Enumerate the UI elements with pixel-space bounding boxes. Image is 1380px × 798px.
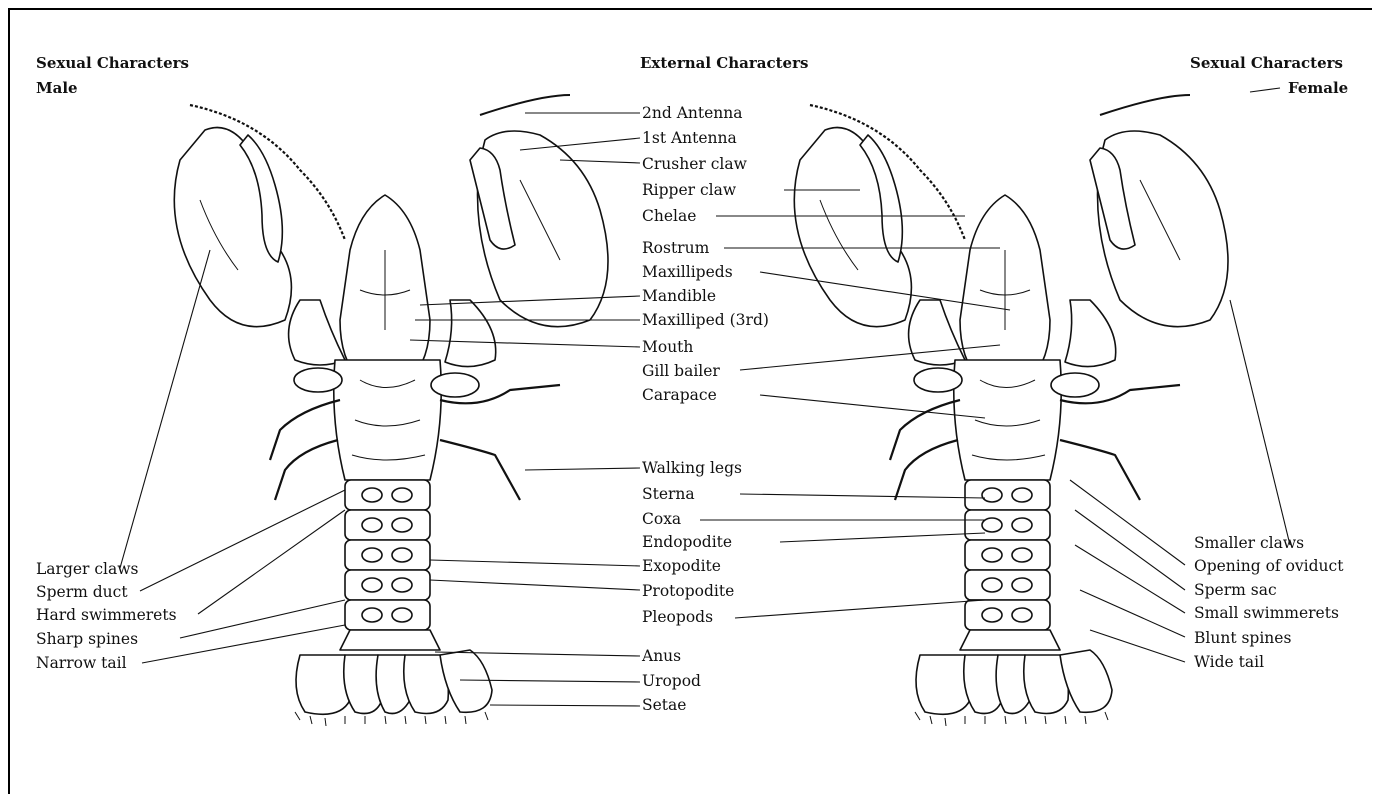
label-mouth: Mouth bbox=[642, 338, 693, 356]
label-pleopods: Pleopods bbox=[642, 608, 713, 626]
label-sperm-sac: Sperm sac bbox=[1194, 581, 1277, 599]
label-2nd-antenna: 2nd Antenna bbox=[642, 104, 742, 122]
label-carapace: Carapace bbox=[642, 386, 717, 404]
label-small-swimmerets: Small swimmerets bbox=[1194, 604, 1339, 622]
label-maxillipeds: Maxillipeds bbox=[642, 263, 733, 281]
label-sharp-spines: Sharp spines bbox=[36, 630, 138, 648]
label-exopodite: Exopodite bbox=[642, 557, 721, 575]
label-chelae: Chelae bbox=[642, 207, 696, 225]
label-walking-legs: Walking legs bbox=[642, 459, 742, 477]
label-gill-bailer: Gill bailer bbox=[642, 362, 720, 380]
male-lobster-drawing bbox=[174, 95, 608, 726]
label-sterna: Sterna bbox=[642, 485, 695, 503]
label-anus: Anus bbox=[642, 647, 681, 665]
label-smaller-claws: Smaller claws bbox=[1194, 534, 1304, 552]
label-wide-tail: Wide tail bbox=[1194, 653, 1264, 671]
label-endopodite: Endopodite bbox=[642, 533, 732, 551]
label-setae: Setae bbox=[642, 696, 686, 714]
label-opening-of-oviduct: Opening of oviduct bbox=[1194, 557, 1343, 575]
label-larger-claws: Larger claws bbox=[36, 560, 138, 578]
label-uropod: Uropod bbox=[642, 672, 701, 690]
label-coxa: Coxa bbox=[642, 510, 681, 528]
label-blunt-spines: Blunt spines bbox=[1194, 629, 1291, 647]
label-protopodite: Protopodite bbox=[642, 582, 734, 600]
label-sperm-duct: Sperm duct bbox=[36, 583, 128, 601]
male-header-line2: Male bbox=[36, 77, 78, 99]
label-narrow-tail: Narrow tail bbox=[36, 654, 127, 672]
label-rostrum: Rostrum bbox=[642, 239, 709, 257]
female-header-line2: Female bbox=[1288, 77, 1348, 99]
label-crusher-claw: Crusher claw bbox=[642, 155, 747, 173]
label-maxilliped-3rd: Maxilliped (3rd) bbox=[642, 311, 769, 329]
label-mandible: Mandible bbox=[642, 287, 716, 305]
female-header-line1: Sexual Characters bbox=[1190, 52, 1343, 74]
label-1st-antenna: 1st Antenna bbox=[642, 129, 737, 147]
center-header: External Characters bbox=[640, 52, 808, 74]
label-ripper-claw: Ripper claw bbox=[642, 181, 736, 199]
male-header-line1: Sexual Characters bbox=[36, 52, 189, 74]
label-hard-swimmerets: Hard swimmerets bbox=[36, 606, 177, 624]
